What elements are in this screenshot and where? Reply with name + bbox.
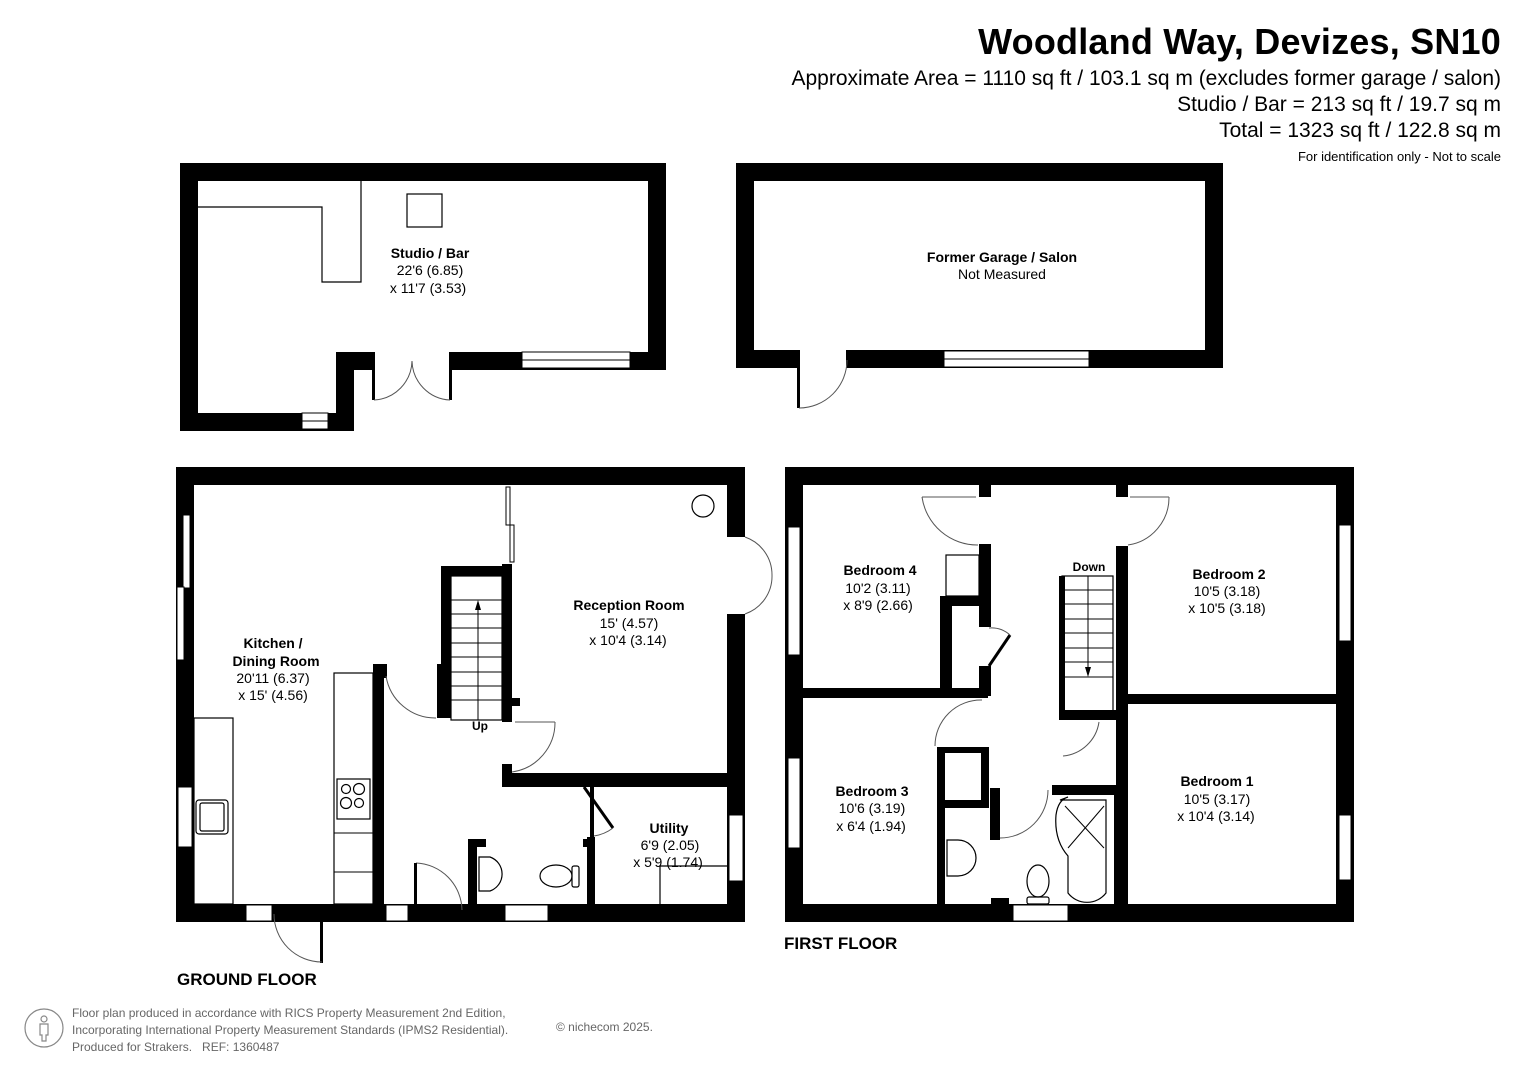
reception-name: Reception Room [573,597,684,613]
bedroom2-dim1: 10'5 (3.18) [1194,583,1261,599]
studio-dim2: x 11'7 (3.53) [390,280,466,296]
bathroom-basin-icon [946,839,977,877]
first-floor-label: FIRST FLOOR [784,934,898,953]
wc-basin-icon [478,856,503,892]
bedroom1-dim2: x 10'4 (3.14) [1177,808,1254,824]
bath-icon [1055,796,1107,903]
total-area: Total = 1323 sq ft / 122.8 sq m [1219,119,1501,142]
bedroom1-dim1: 10'5 (3.17) [1184,791,1251,807]
footer-line-2: Incorporating International Property Mea… [72,1023,509,1037]
ground-floor-plan: Up [176,467,773,963]
hob-icon [336,778,371,820]
kitchen-dim1: 20'11 (6.37) [236,670,309,686]
plan-header: Woodland Way, Devizes, SN10 Approximate … [791,18,1501,168]
toilet-icon [539,864,580,888]
copyright: © nichecom 2025. [556,1020,653,1034]
person-info-icon [24,1008,64,1048]
utility-name: Utility [650,820,689,836]
footer-text: Floor plan produced in accordance with R… [72,1005,508,1056]
bedroom4-dim2: x 8'9 (2.66) [843,597,913,613]
garage-dim: Not Measured [958,266,1046,282]
footer-line-1: Floor plan produced in accordance with R… [72,1006,506,1020]
utility-dim2: x 5'9 (1.74) [633,854,703,870]
garage-name: Former Garage / Salon [927,249,1077,265]
staircase-up [450,575,503,721]
studio-bar-outbuilding: Studio / Bar 22'6 (6.85) x 11'7 (3.53) [180,163,666,431]
stairs-down-label: Down [1073,560,1106,574]
utility-dim1: 6'9 (2.05) [641,837,700,853]
scale-note: For identification only - Not to scale [1297,149,1501,164]
bedroom1-name: Bedroom 1 [1180,773,1253,789]
bedroom2-dim2: x 10'5 (3.18) [1188,600,1265,616]
footer-line-3: Produced for Strakers. REF: 1360487 [72,1040,280,1054]
reception-dim2: x 10'4 (3.14) [589,632,666,648]
bedroom3-dim2: x 6'4 (1.94) [836,818,906,834]
studio-name: Studio / Bar [391,245,470,261]
studio-area: Studio / Bar = 213 sq ft / 19.7 sq m [1177,93,1501,116]
reception-dim1: 15' (4.57) [600,615,659,631]
bedroom3-dim1: 10'6 (3.19) [839,800,906,816]
bedroom3-name: Bedroom 3 [835,783,908,799]
ground-floor-label: GROUND FLOOR [177,970,317,989]
first-floor-plan: Down Bedroom 4 10'2 (3.11) x 8'9 (2.66) … [785,467,1354,922]
staircase-down [1061,575,1114,713]
property-title: Woodland Way, Devizes, SN10 [978,21,1501,62]
kitchen-name-line1: Kitchen / [243,635,302,651]
approximate-area: Approximate Area = 1110 sq ft / 103.1 sq… [791,67,1501,90]
bedroom4-name: Bedroom 4 [843,562,916,578]
stairs-up-label: Up [472,719,488,733]
bathroom-toilet-icon [1026,864,1050,905]
bedroom2-name: Bedroom 2 [1192,566,1265,582]
bedroom4-dim1: 10'2 (3.11) [845,580,910,596]
kitchen-name-line2: Dining Room [232,653,319,669]
kitchen-dim2: x 15' (4.56) [238,687,308,703]
former-garage-outbuilding: Former Garage / Salon Not Measured [736,163,1223,409]
kitchen-sink-icon [195,799,229,835]
studio-dim1: 22'6 (6.85) [397,262,464,278]
